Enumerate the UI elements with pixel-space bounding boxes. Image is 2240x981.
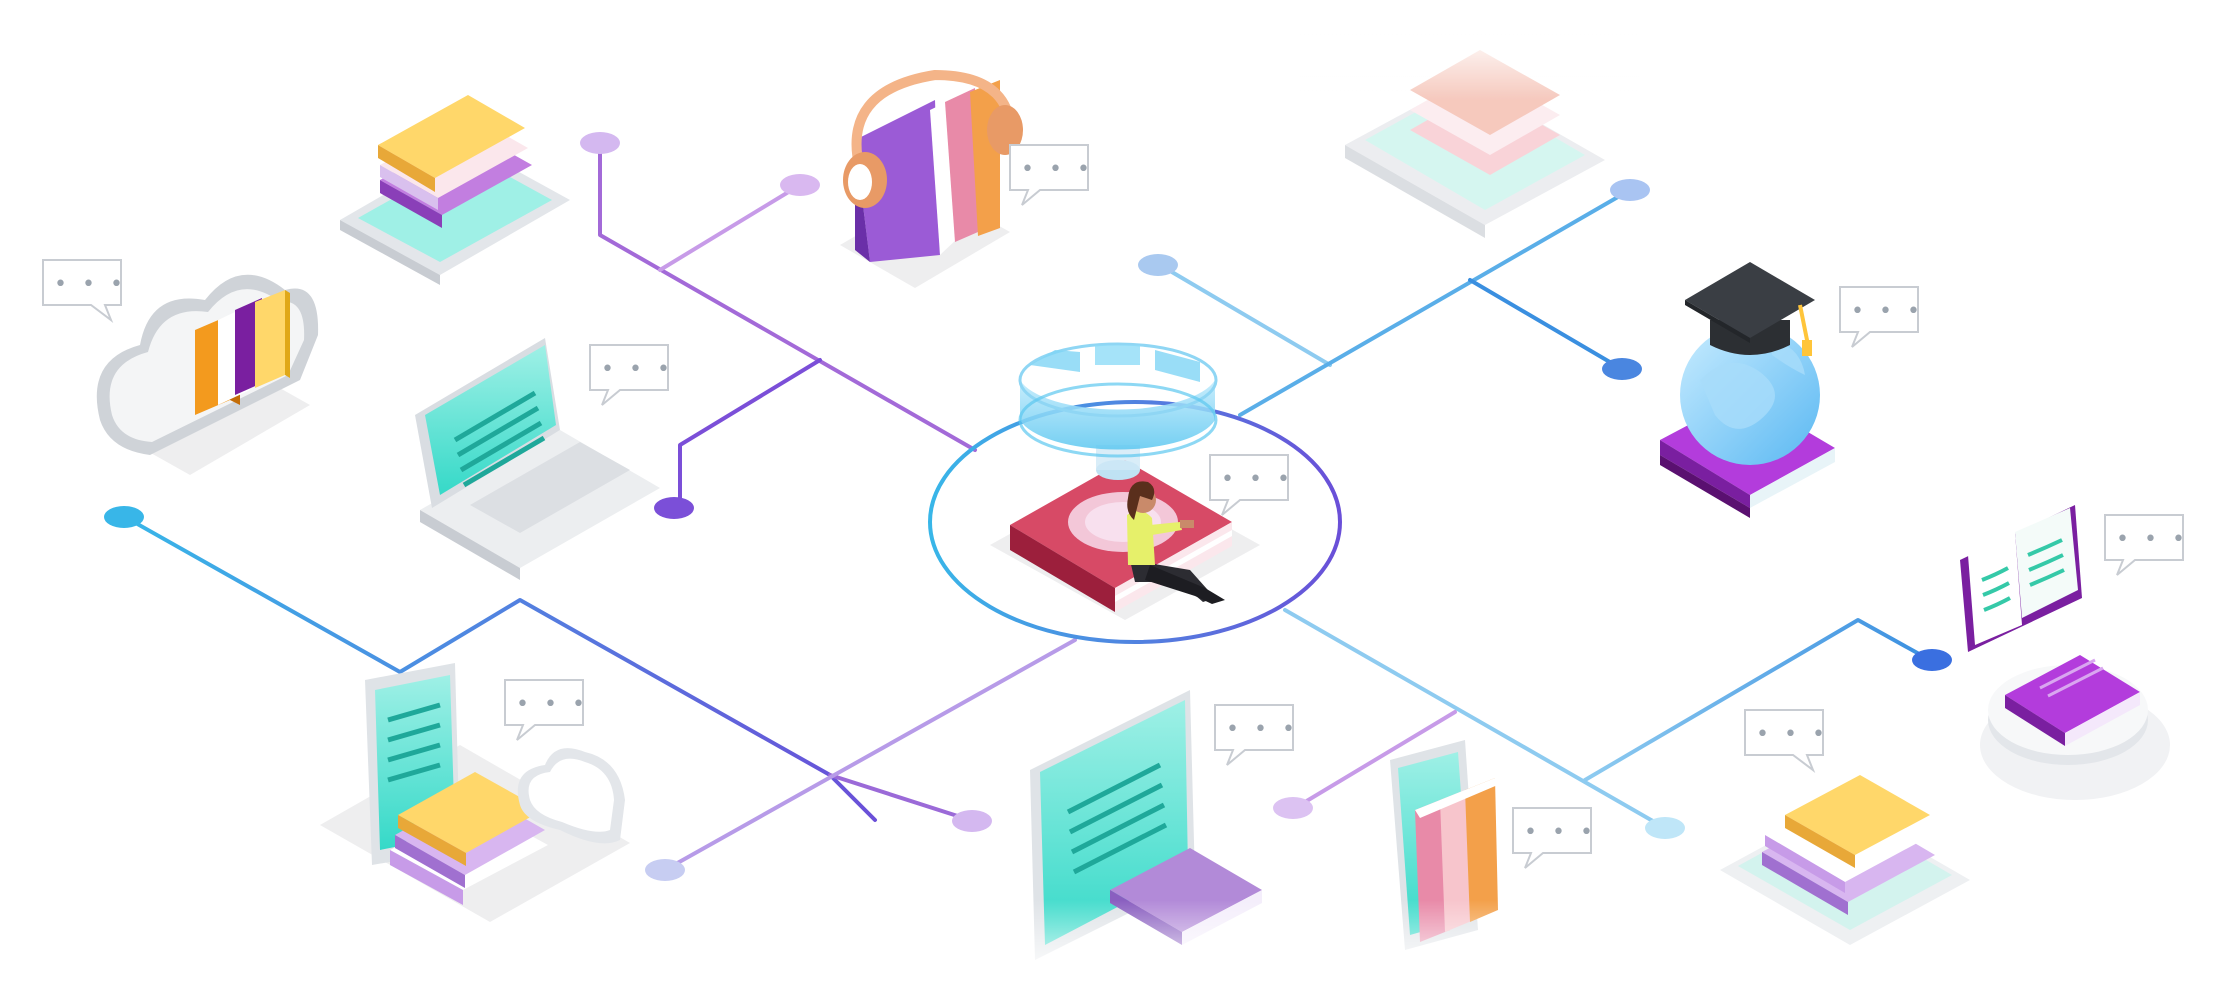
open-book-icon bbox=[1960, 505, 2082, 652]
connector-line bbox=[1158, 263, 1332, 367]
connector-node bbox=[654, 497, 694, 519]
connector-node bbox=[1610, 179, 1650, 201]
connector-node bbox=[1602, 358, 1642, 380]
book-stack-icon bbox=[390, 772, 548, 905]
cloud-icon bbox=[517, 748, 625, 844]
connector-line bbox=[1238, 188, 1632, 417]
connector-line bbox=[1293, 710, 1457, 810]
bubble-dots: • • • bbox=[1221, 467, 1294, 492]
book-stack-icon bbox=[1762, 775, 1935, 915]
connector-line bbox=[123, 515, 877, 822]
bubble-dots: • • • bbox=[1851, 299, 1924, 324]
connector-node bbox=[104, 506, 144, 528]
bubble-dots: • • • bbox=[2116, 527, 2189, 552]
central-hub bbox=[928, 342, 1342, 644]
tablet-cloud-item bbox=[320, 663, 630, 922]
book-stack-icon bbox=[1010, 460, 1232, 612]
speech-bubble-icon: • • • bbox=[1839, 286, 1924, 348]
connector-line bbox=[828, 773, 972, 822]
hologram-ring-icon bbox=[1018, 342, 1218, 480]
hub-ring bbox=[928, 400, 1342, 644]
speech-bubbles: • • • • • • • • • • • • • • • • • • • • … bbox=[42, 144, 2189, 869]
book-stack-icon bbox=[195, 290, 290, 415]
connector-network bbox=[104, 132, 1952, 881]
laptop-icon bbox=[415, 338, 660, 580]
connector-node bbox=[780, 174, 820, 196]
speech-bubble-icon: • • • bbox=[2104, 514, 2189, 576]
connector-line bbox=[663, 638, 1077, 872]
connector-line bbox=[678, 358, 822, 507]
graduation-globe-item bbox=[1660, 262, 1835, 518]
book-stack-icon bbox=[855, 80, 1000, 262]
bubble-dots: • • • bbox=[1756, 722, 1829, 747]
tablet-books-item bbox=[340, 95, 570, 285]
connector-node bbox=[1645, 817, 1685, 839]
connector-node bbox=[580, 132, 620, 154]
tablet-books-item bbox=[1300, 30, 1640, 238]
connector-line bbox=[658, 183, 802, 272]
speech-bubble-icon: • • • bbox=[1214, 704, 1299, 766]
connector-line bbox=[598, 143, 977, 452]
cloud-books-item bbox=[96, 274, 319, 475]
connector-node bbox=[1273, 797, 1313, 819]
headphones-books-item bbox=[840, 69, 1023, 288]
person-reading-icon bbox=[1127, 481, 1225, 604]
connector-node bbox=[1912, 649, 1952, 671]
bubble-dots: • • • bbox=[516, 692, 589, 717]
speech-bubble-icon: • • • bbox=[504, 679, 589, 741]
headphones-icon bbox=[843, 69, 1023, 208]
book-stack-icon bbox=[2005, 655, 2140, 746]
connector-node bbox=[952, 810, 992, 832]
connector-node bbox=[1138, 254, 1178, 276]
bubble-dots: • • • bbox=[54, 272, 127, 297]
graduation-cap-icon bbox=[1685, 262, 1815, 356]
monitor-books-item bbox=[1030, 690, 1262, 960]
tablet-icon bbox=[340, 145, 570, 285]
laptop-item bbox=[415, 338, 660, 580]
speech-bubble-icon: • • • bbox=[589, 344, 674, 406]
speech-bubble-icon: • • • bbox=[1512, 807, 1597, 869]
pedestal-books-item bbox=[1960, 505, 2170, 800]
bubble-dots: • • • bbox=[601, 357, 674, 382]
tablet-books-item bbox=[1720, 775, 1970, 945]
connector-node bbox=[645, 859, 685, 881]
speech-bubble-icon: • • • bbox=[42, 259, 127, 323]
speech-bubble-icon: • • • bbox=[1209, 454, 1294, 516]
connector-line bbox=[1583, 618, 1932, 782]
bubble-dots: • • • bbox=[1524, 820, 1597, 845]
book-stack-icon bbox=[378, 95, 532, 228]
connector-line bbox=[1468, 278, 1622, 370]
bottom-fade bbox=[950, 900, 1600, 981]
bubble-dots: • • • bbox=[1021, 157, 1094, 182]
speech-bubble-icon: • • • bbox=[1744, 709, 1829, 773]
smartphone-books-item bbox=[1390, 740, 1500, 950]
connector-line bbox=[1283, 608, 1667, 830]
bubble-dots: • • • bbox=[1226, 717, 1299, 742]
speech-bubble-icon: • • • bbox=[1009, 144, 1094, 206]
